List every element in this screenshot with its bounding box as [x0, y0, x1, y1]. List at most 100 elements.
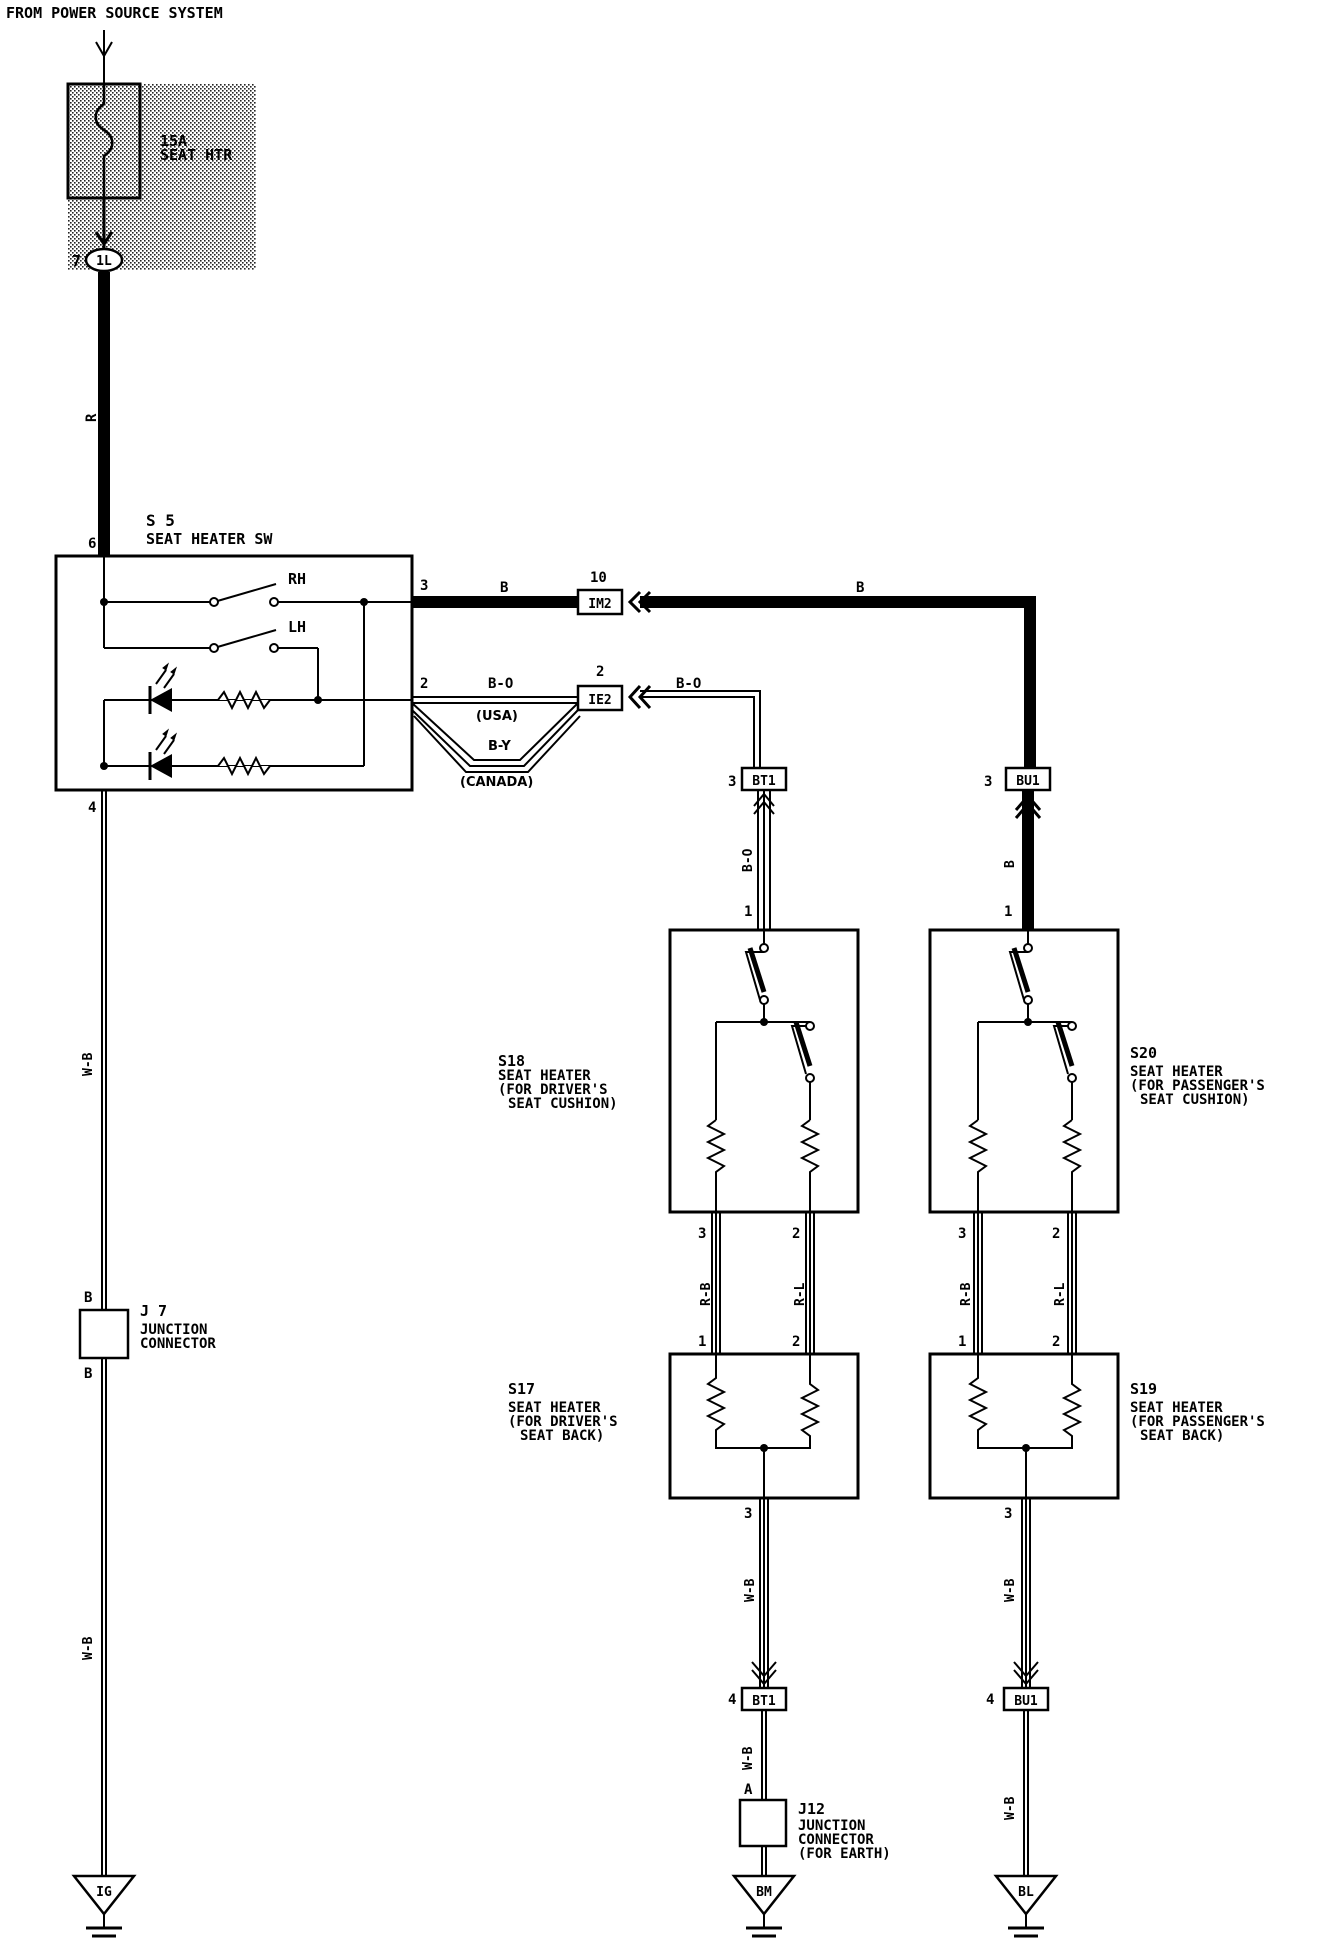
s18-l1: SEAT HEATER [498, 1068, 591, 1084]
conn-bt1-top-code: BT1 [752, 774, 776, 789]
s19-internals [967, 1354, 1083, 1498]
fuse-icon [94, 84, 114, 198]
s17-l1: SEAT HEATER [508, 1400, 601, 1416]
ground-ig: IG [96, 1885, 112, 1900]
wire-rl-r-label: R-L [1053, 1282, 1068, 1306]
s20-pin2: 2 [1052, 1226, 1060, 1242]
j7-l1: JUNCTION [140, 1322, 207, 1338]
switch-rh: RH [288, 570, 306, 588]
led-icon [148, 662, 178, 714]
conn-bt1-bot-pin: 4 [728, 1692, 736, 1708]
j12-id: J12 [798, 1800, 825, 1818]
s17-l2: (FOR DRIVER'S [508, 1414, 618, 1430]
wire-wb-l-label: W-B [743, 1578, 758, 1602]
s18-pin3: 3 [698, 1226, 706, 1242]
usa-label: (USA) [476, 709, 518, 724]
wire-wb-l2-label: W-B [741, 1746, 756, 1770]
ground-bl: BL [1018, 1885, 1034, 1900]
wire-rl-l-label: R-L [793, 1282, 808, 1306]
fuse-name: SEAT HTR [160, 146, 233, 164]
switch-pin-gnd: 4 [88, 800, 96, 816]
j12-l1: JUNCTION [798, 1818, 865, 1834]
switch-pin-bo: 2 [420, 676, 428, 692]
conn-ie2 [576, 684, 624, 712]
s20-internals [967, 930, 1083, 1212]
wire-b-v-label: B [1003, 860, 1018, 868]
wire-b1-label: B [500, 580, 508, 596]
arrow-icon [95, 41, 113, 59]
j7-pin-top: B [84, 1290, 92, 1306]
j7-junction [78, 1308, 130, 1360]
switch-id: S 5 [146, 511, 175, 530]
s20-l3: SEAT CUSHION) [1140, 1092, 1250, 1108]
fuse-rating: 15A [160, 132, 187, 150]
wire-rb-r-label: R-B [959, 1282, 974, 1306]
wire-rb-l-label: R-B [699, 1282, 714, 1306]
wire-wb-sw1-label: W-B [81, 1052, 96, 1076]
j7-id: J 7 [140, 1302, 167, 1320]
conn-1l-code: 1L [96, 254, 112, 269]
s18-box [668, 928, 860, 1214]
wire-bo1-label: B-O [488, 676, 513, 692]
conn-im2-pin: 10 [590, 570, 607, 586]
wire-bo [411, 690, 761, 773]
s20-box [928, 928, 1120, 1214]
j12-junction [738, 1798, 788, 1848]
conn-bu1-top-code: BU1 [1016, 774, 1040, 789]
s17-pin1: 1 [698, 1334, 706, 1350]
s17-pin2: 2 [792, 1334, 800, 1350]
j7-l2: CONNECTOR [140, 1336, 216, 1352]
conn-1l-pin: 7 [72, 252, 81, 270]
s18-l2: (FOR DRIVER'S [498, 1082, 608, 1098]
switch-internals [103, 556, 412, 777]
s19-l1: SEAT HEATER [1130, 1400, 1223, 1416]
ground-icon [731, 1874, 797, 1938]
s17-id: S17 [508, 1380, 535, 1398]
conn-im2 [576, 588, 624, 616]
switch-pin-b: 3 [420, 578, 428, 594]
s19-pin3: 3 [1004, 1506, 1012, 1522]
s18-id: S18 [498, 1052, 525, 1070]
s17-internals [705, 1354, 821, 1498]
ground-icon [71, 1874, 137, 1938]
conn-bu1-bot-pin: 4 [986, 1692, 994, 1708]
s18-internals [705, 930, 821, 1212]
conn-ie2-pin: 2 [596, 664, 604, 680]
wire-wb-sw2-label: W-B [81, 1636, 96, 1660]
s18-pin1: 1 [744, 904, 752, 920]
j12-l2: CONNECTOR [798, 1832, 874, 1848]
switch-name: SEAT HEATER SW [146, 530, 273, 548]
ground-icon [993, 1874, 1059, 1938]
j12-l3: (FOR EARTH) [798, 1846, 891, 1862]
j12-pin-top: A [744, 1782, 753, 1798]
conn-bt1-bot-code: BT1 [752, 1694, 776, 1709]
s18-l3: SEAT CUSHION) [508, 1096, 618, 1112]
wire-bo-v-label: B-O [741, 848, 756, 872]
conn-bu1-bot-code: BU1 [1014, 1694, 1038, 1709]
s19-id: S19 [1130, 1380, 1157, 1398]
s20-l2: (FOR PASSENGER'S [1130, 1078, 1265, 1094]
s19-l3: SEAT BACK) [1140, 1428, 1224, 1444]
wire-b2-label: B [856, 580, 864, 596]
s20-id: S20 [1130, 1044, 1157, 1062]
source-label: FROM POWER SOURCE SYSTEM [6, 4, 223, 22]
j7-pin-bot: B [84, 1366, 92, 1382]
wire-by-label: B-Y [488, 739, 511, 754]
conn-bt1-bot [740, 1686, 788, 1712]
s19-box [928, 1352, 1120, 1500]
seat-heater-switch [54, 554, 414, 792]
wire-b [412, 596, 1036, 778]
s20-l1: SEAT HEATER [1130, 1064, 1223, 1080]
s18-pin2: 2 [792, 1226, 800, 1242]
conn-bu1-top-pin: 3 [984, 774, 992, 790]
s20-pin1: 1 [1004, 904, 1012, 920]
conn-ie2-code: IE2 [588, 693, 611, 708]
s19-pin1: 1 [958, 1334, 966, 1350]
conn-1l [84, 247, 124, 273]
s19-pin2: 2 [1052, 1334, 1060, 1350]
switch-lh: LH [288, 618, 306, 636]
s20-pin3: 3 [958, 1226, 966, 1242]
led-icon [148, 728, 178, 780]
wire-r-label: R [84, 413, 100, 422]
